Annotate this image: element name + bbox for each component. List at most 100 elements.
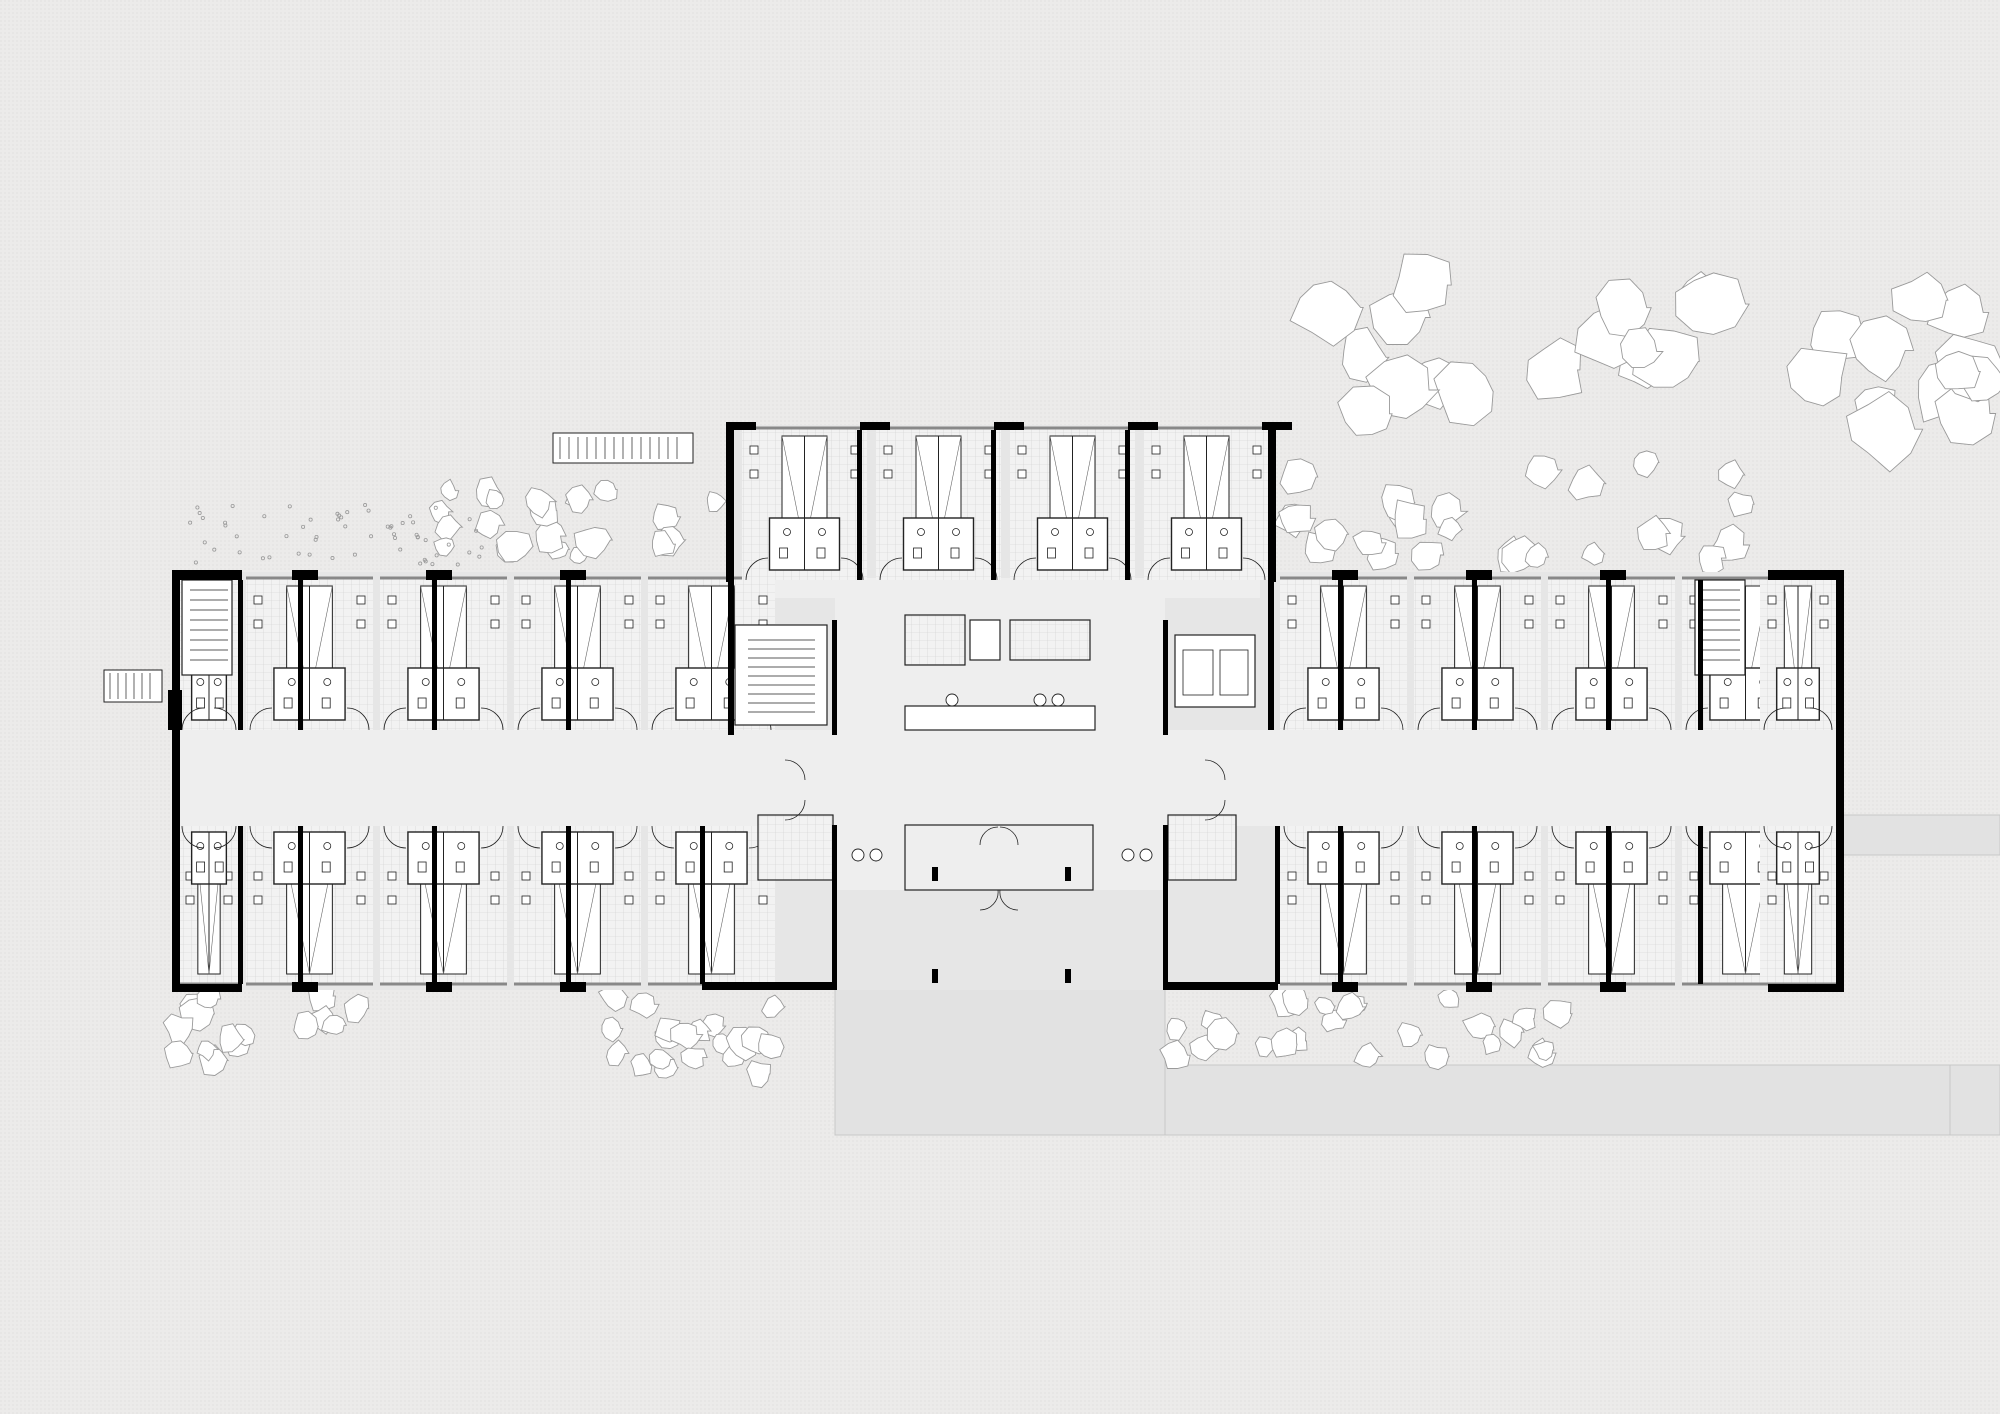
sink (1185, 528, 1193, 536)
wall-pier (560, 570, 586, 580)
side-table (1658, 595, 1668, 605)
toilet (779, 547, 788, 559)
side-table (490, 895, 500, 905)
sink (323, 678, 332, 686)
guest-room (876, 426, 1001, 581)
toilet (816, 547, 826, 559)
door-arc (383, 707, 407, 731)
tree-canopy (162, 1013, 194, 1046)
tree-canopy (1396, 1022, 1424, 1047)
door-arc (383, 825, 407, 849)
wall-pier (1600, 982, 1626, 992)
party-wall (238, 826, 243, 984)
side-table (490, 595, 500, 605)
tree-canopy (1392, 253, 1452, 313)
sink (213, 678, 222, 686)
structural-walls (168, 422, 1844, 992)
plant-dot (230, 503, 235, 508)
side-table (655, 595, 665, 605)
toilet (1719, 861, 1729, 873)
toilet (1623, 697, 1633, 709)
guest-room (514, 825, 641, 986)
door-arc (480, 825, 504, 849)
side-table (253, 871, 263, 881)
sink (1051, 528, 1059, 536)
west-outer-wall (172, 570, 180, 990)
party-wall (1698, 826, 1703, 984)
party-wall (1472, 580, 1477, 730)
plant-dot (284, 534, 289, 539)
desk (1219, 649, 1249, 696)
tree-canopy (1206, 1017, 1240, 1051)
toilet (551, 861, 561, 873)
side-table (749, 445, 759, 455)
tree-canopy (535, 517, 567, 554)
plant-dot (330, 556, 335, 561)
column (1065, 969, 1071, 983)
plant-dot (336, 517, 341, 522)
tree-canopy (1279, 458, 1319, 495)
tree-canopy (320, 1014, 348, 1035)
sink (952, 528, 960, 536)
tree-canopy (1278, 504, 1317, 534)
door-arc (1108, 557, 1132, 581)
exterior-stair (103, 669, 163, 703)
guest-room (1414, 576, 1541, 731)
side-table (655, 895, 665, 905)
sink (1625, 678, 1634, 686)
guest-room (178, 825, 240, 986)
tree-canopy (1633, 450, 1660, 479)
stool (945, 693, 959, 707)
side-table (1287, 895, 1297, 905)
tree-canopy (219, 1023, 246, 1053)
wall (1768, 570, 1844, 580)
tree-canopy (1542, 1000, 1573, 1029)
door-arc (1380, 825, 1404, 849)
tree-canopy (565, 484, 595, 514)
side-table (1524, 595, 1534, 605)
plant-dot (392, 532, 397, 537)
side-table (1689, 895, 1699, 905)
plant-dot (307, 552, 312, 557)
tree-canopy (1353, 1042, 1384, 1068)
service-room (904, 614, 966, 666)
toilet (283, 861, 293, 873)
side-table (1252, 469, 1262, 479)
sink (1357, 842, 1366, 850)
plant-dot (479, 545, 484, 550)
column (932, 969, 938, 983)
entrance-door (979, 889, 1019, 911)
office (1174, 634, 1256, 708)
tree-canopy (1337, 385, 1393, 436)
party-wall (857, 430, 862, 580)
plant-dot (400, 521, 405, 526)
side-table (1819, 871, 1829, 881)
tree-canopy (1166, 1017, 1188, 1041)
party-wall (1338, 580, 1343, 730)
sink (1723, 678, 1732, 686)
sink (917, 528, 925, 536)
door-arc (1013, 557, 1037, 581)
side-table (1658, 871, 1668, 881)
side-table (624, 619, 634, 629)
sink (591, 678, 600, 686)
side-table (253, 895, 263, 905)
door-arc (745, 557, 769, 581)
plant-dot (369, 534, 374, 539)
toilet (214, 861, 224, 873)
plant-dot (193, 560, 198, 565)
toilet (1585, 861, 1595, 873)
side-table (1524, 619, 1534, 629)
toilet (1355, 697, 1365, 709)
sink (457, 678, 466, 686)
guest-room (246, 576, 373, 731)
tree-canopy (1526, 337, 1583, 400)
side-table (1287, 871, 1297, 881)
toilet (1317, 697, 1327, 709)
core-wall (1163, 620, 1168, 735)
corridor-door (1204, 759, 1226, 821)
plant-dot (287, 504, 292, 509)
sink (1455, 678, 1464, 686)
toilet (589, 861, 599, 873)
